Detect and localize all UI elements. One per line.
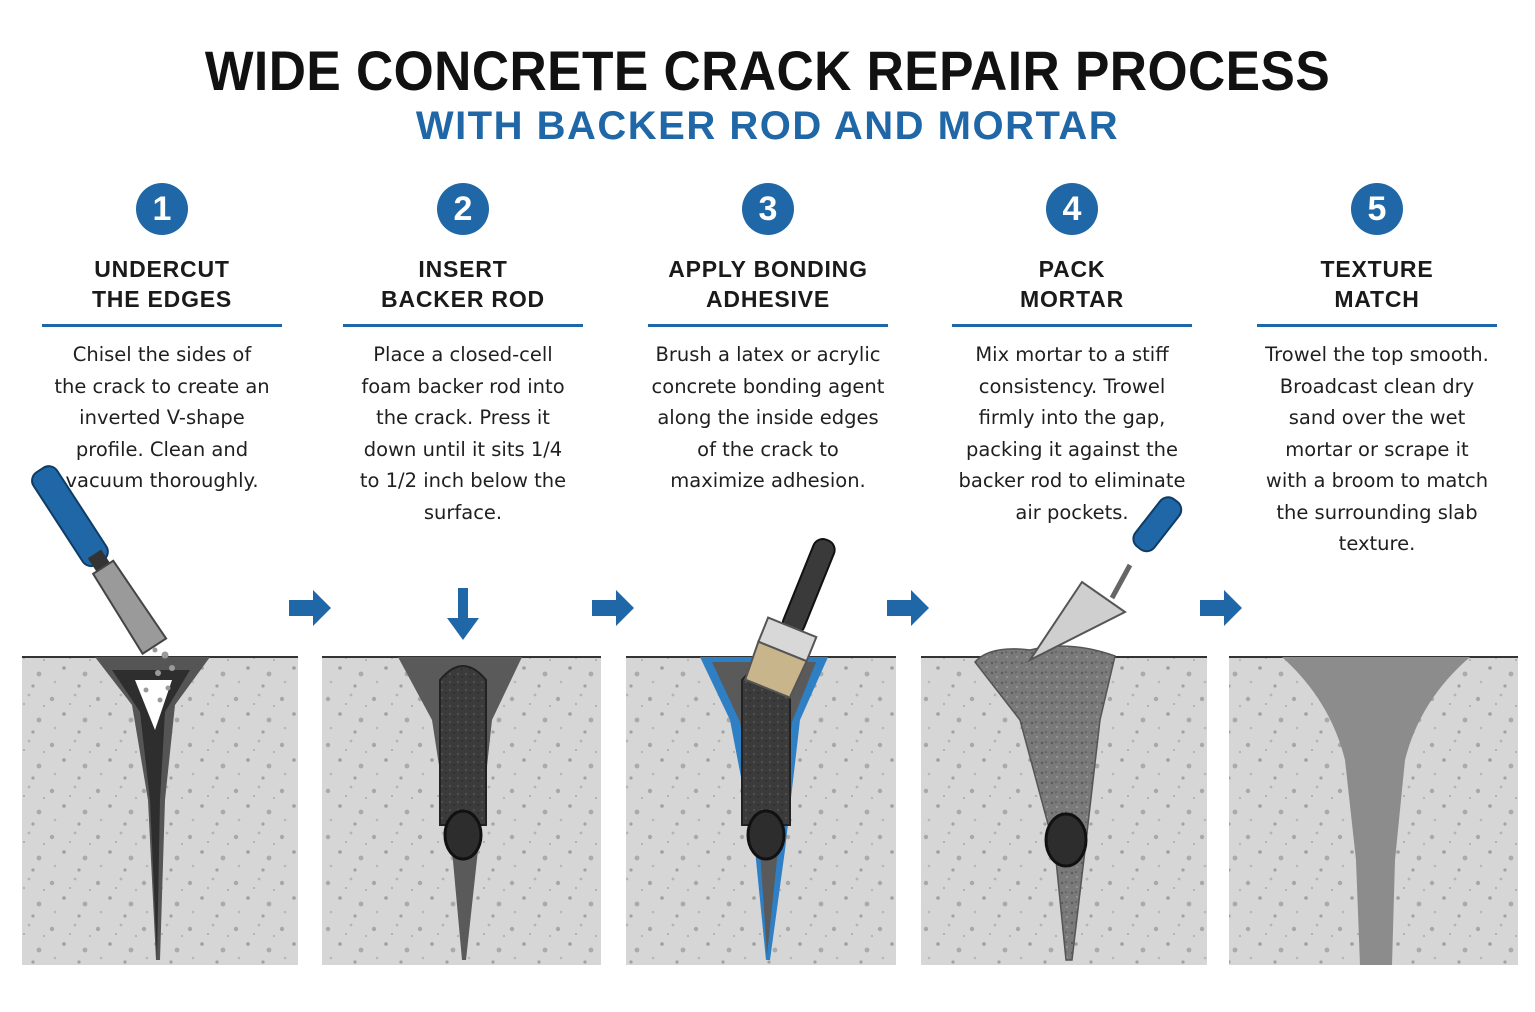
step-heading-text: UNDERCUT THE EDGES	[91, 256, 233, 312]
backer-rod-end	[1044, 812, 1088, 868]
step-4: 4 PACK MORTAR Mix mortar to a stiff cons…	[952, 183, 1192, 528]
panel-pack-mortar	[921, 496, 1207, 965]
step-heading: PACK MORTAR	[952, 252, 1192, 316]
step-heading: APPLY BONDING ADHESIVE	[648, 252, 888, 316]
step-heading: TEXTURE MATCH	[1257, 252, 1497, 316]
step-heading-text: TEXTURE MATCH	[1320, 256, 1434, 312]
step-number-badge: 1	[136, 183, 188, 235]
next-arrow-icon	[592, 590, 634, 626]
step-heading: INSERT BACKER ROD	[343, 252, 583, 316]
page-title: WIDE CONCRETE CRACK REPAIR PROCESS	[204, 39, 1331, 102]
down-arrow-icon	[447, 588, 479, 640]
step-1: 1 UNDERCUT THE EDGES Chisel the sides of…	[42, 183, 282, 497]
next-arrow-icon	[1200, 590, 1242, 626]
panel-bonding-adhesive	[626, 538, 896, 965]
step-heading-text: PACK MORTAR	[1019, 256, 1125, 312]
step-number-badge: 3	[742, 183, 794, 235]
step-description: Trowel the top smooth. Broadcast clean d…	[1265, 343, 1489, 555]
step-description: Chisel the sides of the crack to create …	[54, 343, 270, 492]
chisel-icon	[31, 465, 168, 656]
step-5: 5 TEXTURE MATCH Trowel the top smooth. B…	[1257, 183, 1497, 560]
step-number-badge: 5	[1351, 183, 1403, 235]
panel-texture-match	[1229, 656, 1518, 965]
step-description: Brush a latex or acrylic concrete bondin…	[651, 343, 885, 492]
backer-rod	[439, 665, 487, 826]
step-3: 3 APPLY BONDING ADHESIVE Brush a latex o…	[648, 183, 888, 497]
page-subtitle: WITH BACKER ROD AND MORTAR	[415, 104, 1120, 148]
step-2: 2 INSERT BACKER ROD Place a closed-cell …	[343, 183, 583, 528]
step-divider	[42, 324, 282, 327]
step-divider	[343, 324, 583, 327]
step-divider	[648, 324, 888, 327]
step-divider	[1257, 324, 1497, 327]
step-heading: UNDERCUT THE EDGES	[42, 252, 282, 316]
step-description: Place a closed-cell foam backer rod into…	[359, 343, 567, 524]
finished-mortar	[1282, 657, 1470, 965]
next-arrow-icon	[887, 590, 929, 626]
step-divider	[952, 324, 1192, 327]
step-number-badge: 2	[437, 183, 489, 235]
backer-rod-end	[443, 809, 483, 861]
panel-undercut	[22, 465, 298, 965]
step-description: Mix mortar to a stiff consistency. Trowe…	[958, 343, 1186, 524]
next-arrow-icon	[289, 590, 331, 626]
step-number-badge: 4	[1046, 183, 1098, 235]
step-heading-text: INSERT BACKER ROD	[381, 256, 545, 312]
panel-backer-rod	[322, 588, 601, 965]
trowel-icon	[1027, 496, 1183, 663]
step-heading-text: APPLY BONDING ADHESIVE	[668, 256, 868, 312]
paintbrush-icon	[743, 538, 836, 699]
